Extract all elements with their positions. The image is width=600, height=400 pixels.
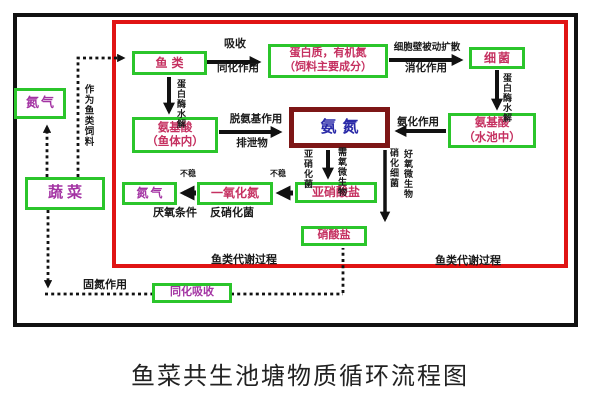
label-nitrifying-bacteria: 硝化细菌 [389,148,399,188]
label-digestion: 消化作用 [405,62,447,74]
label-assimilation: 同化作用 [217,62,259,74]
fish-metabolism-red-frame [112,20,568,268]
label-excreta: 排泄物 [236,137,268,149]
label-unstable-left: 不稳 [180,169,196,178]
node-assimilation-absorption: 同化吸收 [152,283,232,303]
label-as-fish-feed: 作为鱼类饲料 [82,84,94,147]
label-denitrifying-bacteria: 反硝化菌 [210,207,254,219]
node-amino-acid-in-pool: 氨基酸 （水池中） [448,113,536,148]
label-cell-wall-diffusion: 细胞壁被动扩散 [393,42,461,53]
node-bacteria: 细菌 [469,47,525,69]
label-protease-hydrolysis-bacteria: 蛋白酶水解 [502,73,512,123]
node-fish: 鱼类 [132,51,207,75]
label-protease-hydrolysis-fish: 蛋白酶水解 [176,79,186,129]
label-fish-metabolism-right: 鱼类代谢过程 [435,255,501,267]
node-nitric-oxide: 一氧化氮 [197,182,273,205]
label-deamination: 脱氨基作用 [229,113,283,125]
label-unstable-right: 不稳 [270,169,286,178]
label-fish-metabolism-left: 鱼类代谢过程 [211,254,277,266]
node-amino-acid-in-fish: 氨基酸 （鱼体内） [132,117,218,153]
label-nitrogen-fixation: 固氮作用 [83,279,127,291]
node-nitrate: 硝酸盐 [301,226,367,246]
node-vegetables: 蔬菜 [25,177,105,210]
label-aerobic-microbes-left: 需氧微生物 [337,147,347,197]
label-absorb: 吸收 [224,38,246,50]
label-aerobic-microbes-right: 好氧微生物 [403,149,413,199]
label-nitrosating-bacteria: 亚硝化菌 [303,149,313,189]
node-ammonia-nitrogen: 氨氮 [289,107,390,148]
node-nitrogen-gas-outer: 氮气 [14,88,66,119]
outer-black-frame [13,13,578,327]
diagram-title: 鱼菜共生池塘物质循环流程图 [131,364,469,390]
label-anaerobic-condition: 厌氧条件 [153,207,197,219]
dashed-vegetables-to-fish [76,53,126,177]
label-ammonification: 氨化作用 [397,116,439,128]
node-nitrite: 亚硝酸盐 [295,182,377,203]
node-nitrogen-gas-inner: 氮气 [122,182,177,205]
node-protein-organic-nitrogen: 蛋白质，有机氮 （饲料主要成分） [268,44,388,78]
